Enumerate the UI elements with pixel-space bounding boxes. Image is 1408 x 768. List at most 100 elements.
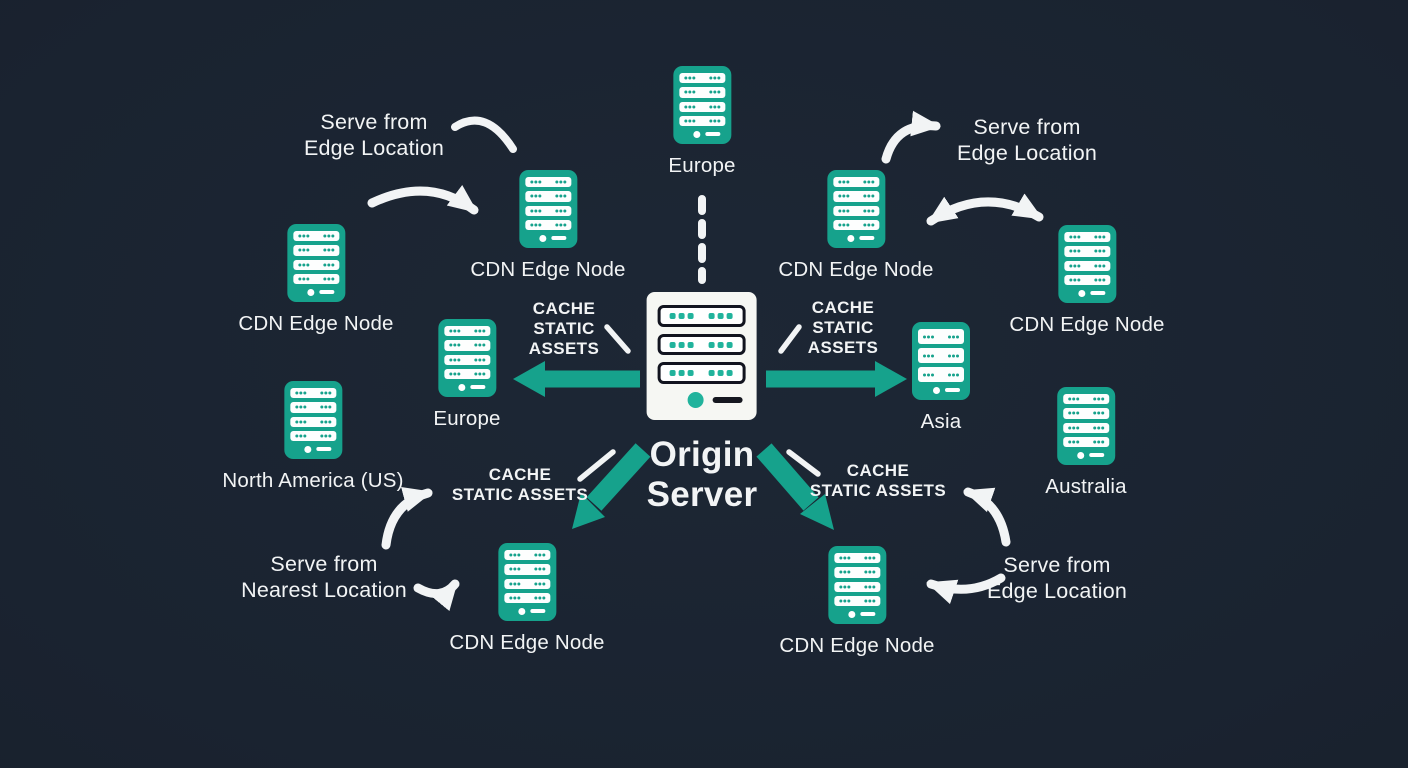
teal-arrow-sw-body	[586, 443, 651, 511]
rack-slot	[503, 592, 550, 603]
node-cdn-edge-sw: CDN Edge Node	[449, 543, 604, 655]
node-origin-server: Origin Server	[647, 292, 758, 515]
power-led	[687, 391, 704, 408]
node-label: CDN Edge Node	[778, 258, 934, 281]
server-foot	[839, 610, 885, 618]
rack-slot	[290, 416, 336, 427]
rack-slot	[679, 73, 725, 84]
rack-slot	[657, 362, 746, 385]
server-icon	[286, 224, 345, 302]
foot-dash	[712, 396, 743, 403]
server-icon	[826, 170, 885, 248]
rack-slot	[524, 177, 571, 188]
foot-dash	[705, 132, 721, 136]
power-led	[518, 607, 526, 615]
foot-dash	[530, 609, 546, 613]
node-label: Europe	[433, 407, 501, 430]
rack-slot	[292, 259, 339, 270]
node-cdn-edge-nw-inner: CDN Edge Node	[470, 170, 625, 282]
rack-slot	[918, 329, 964, 344]
server-foot	[658, 391, 746, 408]
foot-dash	[551, 236, 567, 240]
label-serve-edge-nw: Serve from Edge Location	[303, 110, 445, 160]
rack-slot	[1063, 260, 1110, 271]
label-cache-left: CACHE STATIC ASSETS	[528, 299, 600, 358]
server-foot	[684, 130, 730, 138]
rack-slot	[832, 191, 879, 202]
rack-slot	[679, 101, 725, 112]
node-europe-top: Europe	[668, 66, 735, 178]
node-australia: Australia	[1045, 387, 1127, 499]
node-label: CDN Edge Node	[1009, 313, 1165, 336]
rack-slot	[833, 567, 880, 578]
node-label: CDN Edge Node	[449, 631, 605, 654]
rack-slot	[444, 368, 490, 379]
server-foot	[838, 234, 884, 242]
server-foot	[530, 234, 576, 242]
arrow-se-up	[963, 487, 1011, 547]
rack-slot	[657, 333, 746, 356]
foot-dash	[859, 236, 875, 240]
server-foot	[298, 288, 344, 296]
rack-slot	[679, 115, 725, 126]
rack-slot	[1063, 274, 1110, 285]
rack-slot	[292, 231, 339, 242]
foot-dash	[1089, 453, 1105, 457]
slash-cache-right	[778, 324, 802, 354]
power-led	[1077, 451, 1085, 459]
foot-dash	[316, 447, 332, 451]
rack-slot	[524, 219, 571, 230]
rack-slot	[1063, 422, 1109, 433]
arc-nw-swoosh	[451, 116, 517, 153]
power-led	[458, 383, 466, 391]
label-cache-sw: CACHE STATIC ASSETS	[451, 465, 589, 504]
server-icon	[518, 170, 577, 248]
server-icon	[827, 546, 886, 624]
rack-slot	[832, 219, 879, 230]
power-led	[1078, 289, 1086, 297]
node-label: Australia	[1045, 475, 1127, 498]
power-led	[847, 234, 855, 242]
node-cdn-edge-ne-inner: CDN Edge Node	[778, 170, 933, 282]
rack-slot	[1063, 408, 1109, 419]
power-led	[848, 610, 856, 618]
node-label: CDN Edge Node	[779, 634, 935, 657]
label-serve-edge-ne: Serve from Edge Location	[956, 115, 1098, 165]
teal-arrow-left-head	[513, 361, 545, 397]
rack-slot	[832, 205, 879, 216]
rack-slot	[290, 402, 336, 413]
rack-slot	[679, 87, 725, 98]
rack-slot	[1063, 436, 1109, 447]
rack-slot	[292, 245, 339, 256]
rack-slot	[918, 367, 964, 382]
rack-slot	[832, 177, 879, 188]
rack-slot	[524, 205, 571, 216]
node-north-america: North America (US)	[222, 381, 403, 493]
power-led	[932, 386, 940, 394]
rack-slot	[1063, 232, 1110, 243]
label-serve-edge-se: Serve from Edge Location	[986, 553, 1128, 603]
rack-slot	[524, 191, 571, 202]
power-led	[539, 234, 547, 242]
arrow-ne-double	[926, 193, 1044, 226]
server-icon	[497, 543, 556, 621]
teal-arrow-se-body	[756, 443, 819, 511]
origin-server-icon	[646, 292, 757, 420]
label-serve-nearest-sw: Serve from Nearest Location	[241, 552, 407, 602]
server-icon	[673, 66, 731, 144]
server-foot	[295, 445, 341, 453]
server-foot	[1069, 289, 1115, 297]
rack-slot	[1063, 246, 1110, 257]
node-label: Asia	[920, 410, 962, 433]
power-led	[693, 130, 701, 138]
arrow-nw-curved	[367, 184, 479, 215]
rack-slot	[503, 550, 550, 561]
server-icon	[1057, 387, 1115, 465]
power-led	[304, 445, 312, 453]
rack-slot	[918, 348, 964, 363]
server-icon	[284, 381, 342, 459]
rack-slot	[444, 326, 490, 337]
node-label: CDN Edge Node	[238, 312, 394, 335]
slash-cache-left	[604, 324, 631, 354]
